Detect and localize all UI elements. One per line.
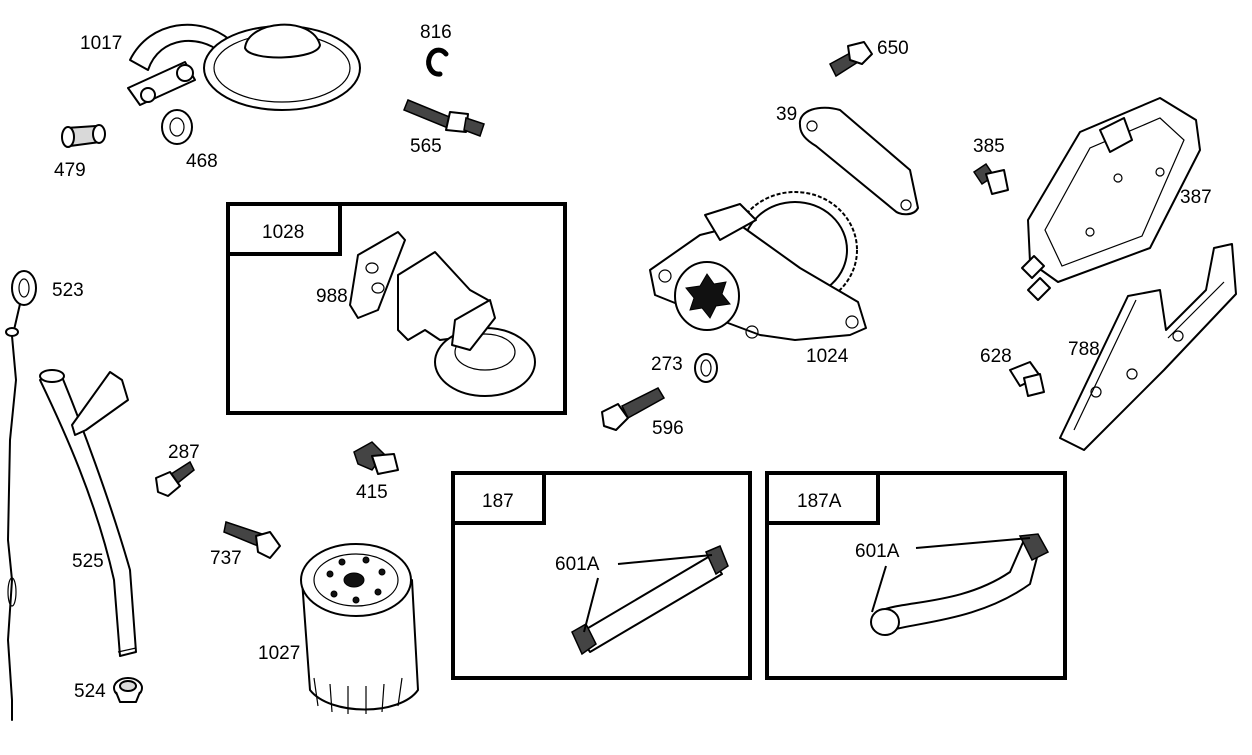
label-737: 737 (210, 548, 242, 569)
screw-628-drawing (1009, 361, 1045, 397)
box-187a-tab (765, 471, 880, 525)
bolt-650-drawing (829, 41, 873, 78)
washer-468-drawing (161, 109, 193, 145)
washer-273-drawing (694, 353, 718, 383)
oil-pickup-tube-drawing (127, 23, 361, 111)
dipstick-tube-drawing (39, 369, 137, 657)
bolt-287-drawing (155, 460, 195, 497)
label-39: 39 (776, 104, 797, 125)
clip-816-drawing (426, 47, 449, 77)
box-187-frame (451, 471, 752, 680)
box-187-tab (451, 471, 546, 525)
label-601a-2: 601A (855, 541, 900, 562)
oil-filter-drawing (300, 543, 419, 714)
label-524: 524 (74, 681, 106, 702)
oil-tube-187-drawing (571, 545, 729, 656)
stud-565-drawing (403, 99, 485, 137)
oil-filter-adapter-drawing (349, 231, 536, 397)
bolt-737-drawing (223, 521, 281, 559)
label-601a-1: 601A (555, 554, 600, 575)
label-1027: 1027 (258, 643, 300, 664)
label-479: 479 (54, 160, 86, 181)
screw-385-drawing (972, 162, 1009, 195)
label-273: 273 (651, 354, 683, 375)
label-788: 788 (1068, 339, 1100, 360)
box-187-label: 187 (482, 491, 514, 512)
gasket-39-drawing (798, 106, 919, 216)
label-628: 628 (980, 346, 1012, 367)
bracket-788-drawing (1059, 243, 1237, 451)
label-523: 523 (52, 280, 84, 301)
label-596: 596 (652, 418, 684, 439)
label-1024: 1024 (806, 346, 849, 367)
label-415: 415 (356, 482, 388, 503)
grommet-524-drawing (113, 677, 143, 703)
bolt-596-drawing (601, 387, 666, 431)
box-1028-tab (226, 202, 342, 256)
label-387: 387 (1180, 187, 1212, 208)
plug-415-drawing (353, 441, 399, 475)
oil-cooler-drawing (1021, 97, 1201, 301)
oil-pump-drawing (649, 191, 867, 341)
oil-tube-187a-drawing (870, 533, 1050, 636)
label-988: 988 (316, 286, 348, 307)
fitting-479-drawing (61, 124, 106, 148)
label-287: 287 (168, 442, 200, 463)
label-565: 565 (410, 136, 442, 157)
box-187a-label: 187A (797, 491, 842, 512)
label-650: 650 (877, 38, 909, 59)
box-187a-frame (765, 471, 1067, 680)
box-1028-label: 1028 (262, 222, 304, 243)
label-816: 816 (420, 22, 452, 43)
label-1017: 1017 (80, 33, 122, 54)
box-1028-frame (226, 202, 567, 415)
label-468: 468 (186, 151, 218, 172)
dipstick-drawing (5, 270, 37, 721)
label-525: 525 (72, 551, 104, 572)
label-385: 385 (973, 136, 1005, 157)
